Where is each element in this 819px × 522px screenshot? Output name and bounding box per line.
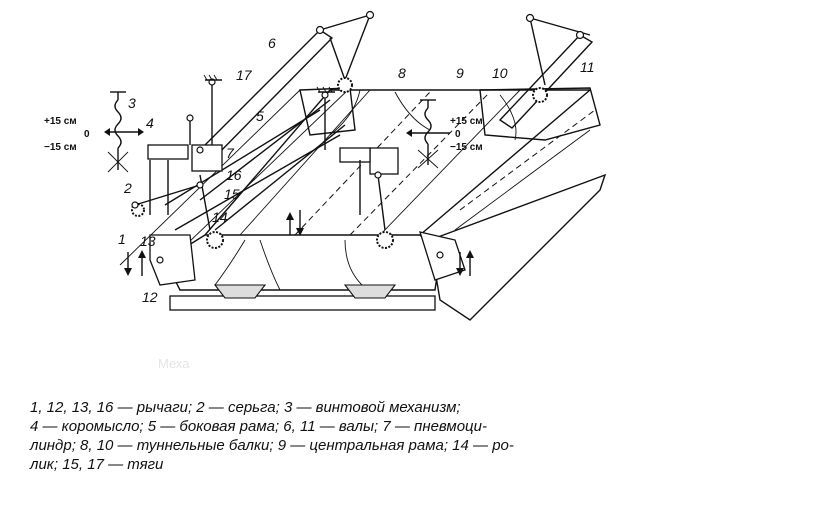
label-16: 16 — [226, 167, 242, 183]
pneumocylinder-right — [369, 147, 399, 175]
tunnel-beam-right — [479, 87, 601, 141]
caption-line-2: 4 — коромысло; 5 — боковая рама; 6, 11 —… — [30, 418, 487, 435]
scale-right-bottom: −15 см — [450, 142, 483, 153]
caption-line-4: лик; 15, 17 — тяги — [30, 456, 164, 473]
roller-right — [376, 231, 394, 249]
label-15: 15 — [224, 186, 240, 202]
caption-line-3: линдр; 8, 10 — туннельные балки; 9 — цен… — [30, 437, 514, 454]
label-13: 13 — [140, 233, 156, 249]
tunnel-beam-left — [299, 87, 356, 136]
right-long-beam — [429, 173, 607, 321]
pneumocylinder-left — [191, 144, 223, 172]
screw-mechanism-left — [104, 91, 144, 173]
label-2: 2 — [123, 180, 132, 196]
label-4: 4 — [146, 115, 154, 131]
scale-left-bottom: −15 см — [44, 142, 77, 153]
shaft-6 — [198, 29, 334, 161]
central-frame — [164, 234, 441, 291]
label-8: 8 — [398, 65, 406, 81]
label-14: 14 — [212, 209, 228, 225]
label-1: 1 — [118, 231, 126, 247]
label-12: 12 — [142, 289, 158, 305]
ghost-text: Меха — [158, 356, 190, 371]
caption-line-1: 1, 12, 13, 16 — рычаги; 2 — серьга; 3 — … — [30, 399, 461, 416]
screw-mechanism-right — [406, 99, 450, 169]
scale-left-top: +15 см — [44, 116, 77, 127]
scale-left-mid: 0 — [84, 129, 90, 140]
scale-right-top: +15 см — [450, 116, 483, 127]
vertical-arrows — [124, 210, 474, 276]
label-3: 3 — [128, 95, 136, 111]
base-plate — [169, 295, 436, 311]
label-6: 6 — [268, 35, 276, 51]
anchor-marks — [203, 74, 335, 93]
figure-caption: 1, 12, 13, 16 — рычаги; 2 — серьга; 3 — … — [30, 398, 640, 474]
roller-left — [206, 231, 224, 249]
label-5: 5 — [256, 108, 264, 124]
label-10: 10 — [492, 65, 508, 81]
label-11: 11 — [580, 59, 595, 75]
label-17: 17 — [236, 67, 253, 83]
label-7: 7 — [226, 145, 235, 161]
machine-diagram: +15 см 0 −15 см +15 см 0 −15 см Меха 1 2… — [44, 10, 607, 371]
scale-right-mid: 0 — [455, 129, 461, 140]
shaft-11 — [498, 34, 594, 129]
label-9: 9 — [456, 65, 464, 81]
